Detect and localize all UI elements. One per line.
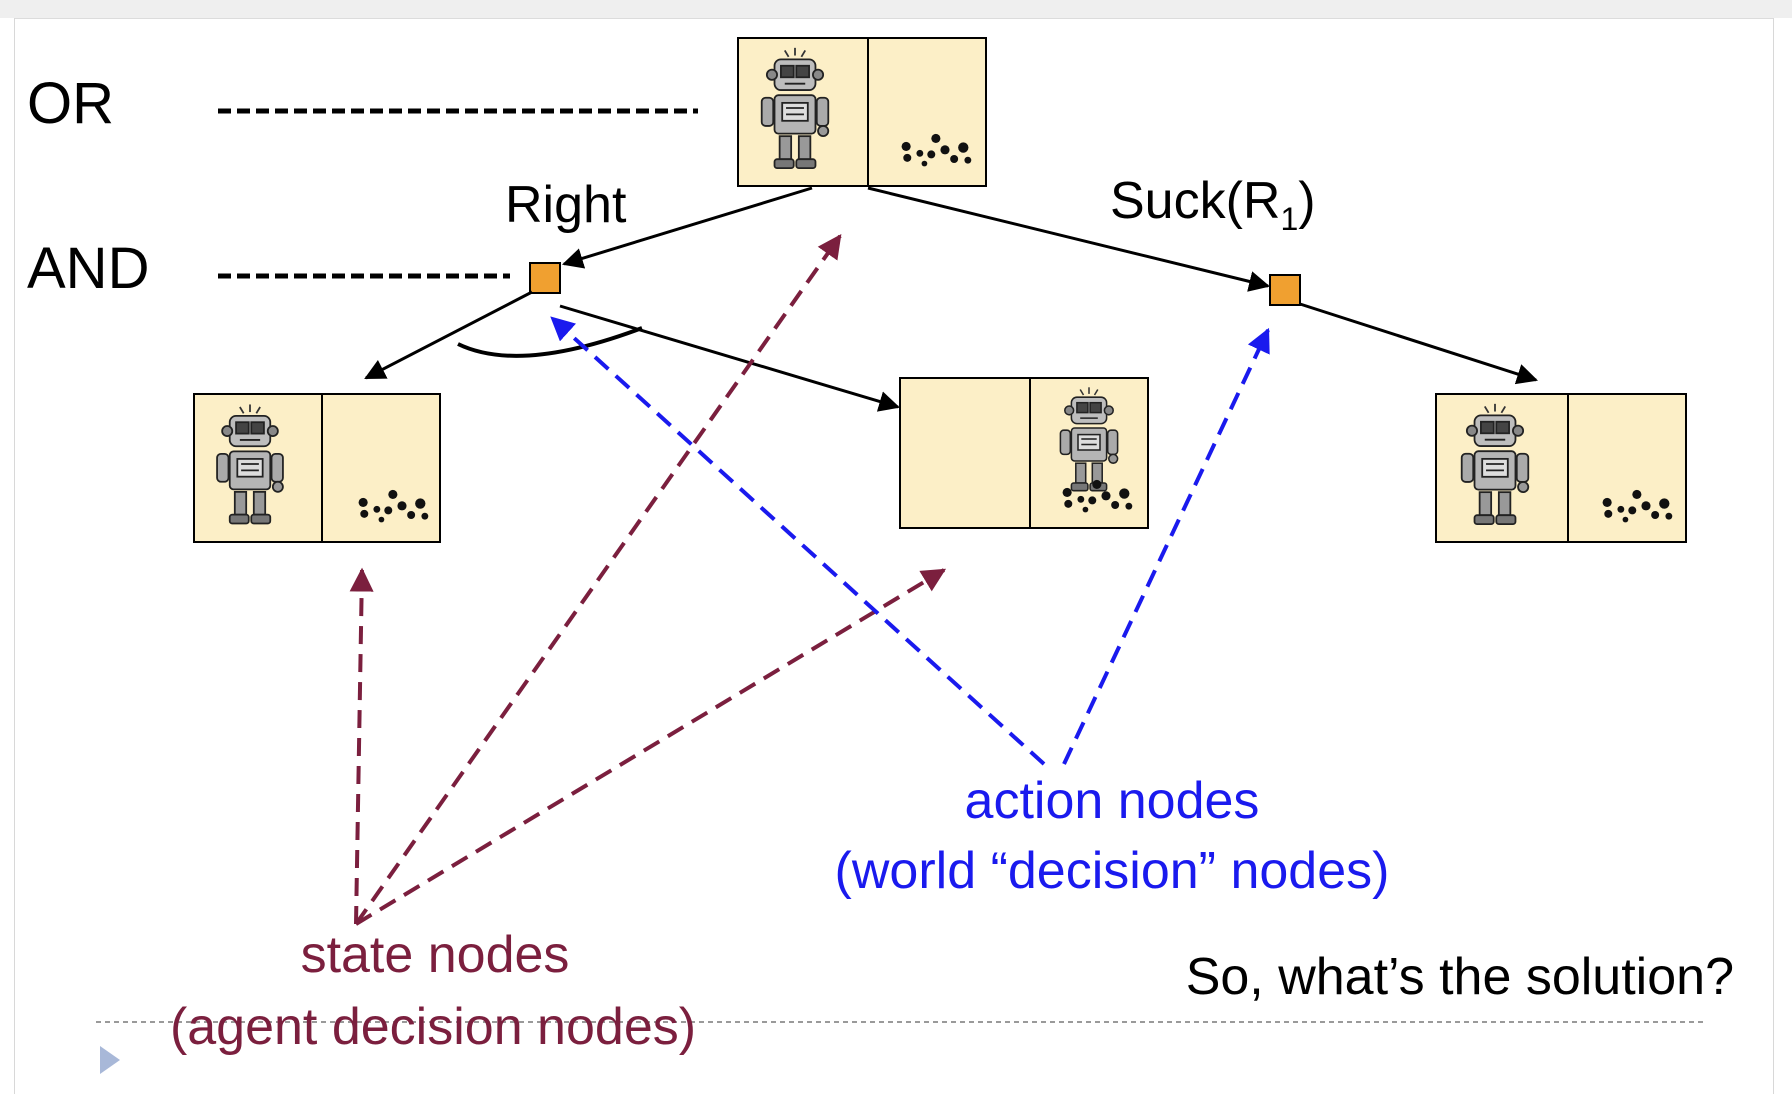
edge-root-to-suck — [867, 186, 1271, 292]
middle-state-node — [899, 377, 1149, 529]
action-nodes-sublabel: (world “decision” nodes) — [835, 842, 1390, 900]
or-level-label: OR — [27, 71, 114, 136]
action-node-suck — [1269, 274, 1301, 306]
action-nodes-pointers — [550, 316, 1270, 766]
edge-label-right: Right — [505, 176, 627, 234]
state-nodes-sublabel: (agent decision nodes) — [170, 998, 696, 1056]
action-node-right — [529, 262, 561, 294]
edge-suck-to-right-state — [1299, 302, 1538, 385]
window-left-border — [0, 18, 15, 1094]
state-nodes-pointers — [349, 234, 947, 926]
bullet-arrow-icon — [100, 1046, 120, 1074]
and-arc — [457, 326, 643, 358]
edge-right-to-left-state — [364, 290, 533, 380]
edge-label-suck: Suck(R1) — [1110, 172, 1316, 237]
state-nodes-label: state nodes — [301, 926, 570, 984]
edge-root-to-right — [561, 186, 813, 269]
action-nodes-label: action nodes — [965, 772, 1260, 830]
and-level-label: AND — [27, 236, 149, 301]
window-right-border — [1773, 18, 1792, 1094]
left-state-node — [193, 393, 441, 543]
right-state-node — [1435, 393, 1687, 543]
solution-question: So, what’s the solution? — [1186, 948, 1734, 1006]
edge-right-to-middle-state — [559, 304, 901, 412]
window-top-bar — [0, 0, 1792, 19]
root-state-node — [737, 37, 987, 187]
